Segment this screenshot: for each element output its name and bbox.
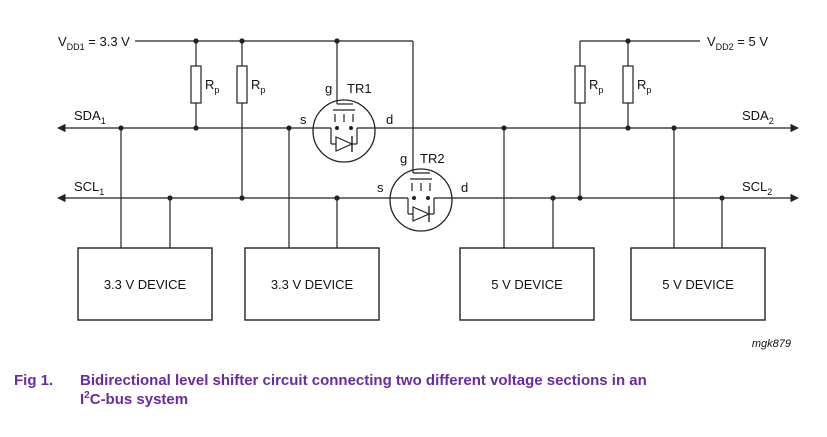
tr1-source-label: s: [300, 112, 307, 127]
caption-line-1: Fig 1. Bidirectional level shifter circui…: [14, 371, 814, 390]
scl2-label: SCL2: [742, 179, 772, 197]
device-box-3: [459, 247, 595, 321]
sda2-label: SDA2: [742, 108, 774, 126]
device-label-2: 3.3 V DEVICE: [271, 277, 354, 292]
rp-label-2: Rp: [251, 77, 265, 95]
tr2-drain-label: d: [461, 180, 468, 195]
device-box-2: [244, 247, 380, 321]
resistor-rp-3: [574, 65, 586, 104]
resistor-rp-2: [236, 65, 248, 104]
tr2-source-label: s: [377, 180, 384, 195]
caption-line-2: I2C-bus system: [80, 390, 189, 409]
vdd1-label: VDD1 = 3.3 V: [58, 34, 130, 52]
scl1-label: SCL1: [74, 179, 104, 197]
transistor-tr2: [389, 165, 453, 232]
sda1-label: SDA1: [74, 108, 106, 126]
caption-number: Fig 1.: [14, 372, 54, 389]
vdd2-label: VDD2 = 5 V: [707, 34, 768, 52]
rp-label-4: Rp: [637, 77, 651, 95]
caption-text-1: Bidirectional level shifter circuit conn…: [80, 372, 647, 389]
tr2-name-label: TR2: [420, 151, 445, 166]
resistor-rp-4: [622, 65, 634, 104]
rp-label-1: Rp: [205, 77, 219, 95]
resistor-rp-1: [190, 65, 202, 104]
tr1-name-label: TR1: [347, 81, 372, 96]
figure-reference: mgk879: [752, 338, 791, 350]
figure-caption: Fig 1. Bidirectional level shifter circui…: [14, 371, 814, 409]
tr1-gate-label: g: [325, 81, 332, 96]
rp-label-3: Rp: [589, 77, 603, 95]
transistor-tr1: [312, 96, 376, 163]
device-box-4: [630, 247, 766, 321]
device-label-4: 5 V DEVICE: [662, 277, 734, 292]
tr1-drain-label: d: [386, 112, 393, 127]
device-label-1: 3.3 V DEVICE: [104, 277, 187, 292]
device-label-3: 5 V DEVICE: [491, 277, 563, 292]
device-box-1: [77, 247, 213, 321]
tr2-gate-label: g: [400, 151, 407, 166]
